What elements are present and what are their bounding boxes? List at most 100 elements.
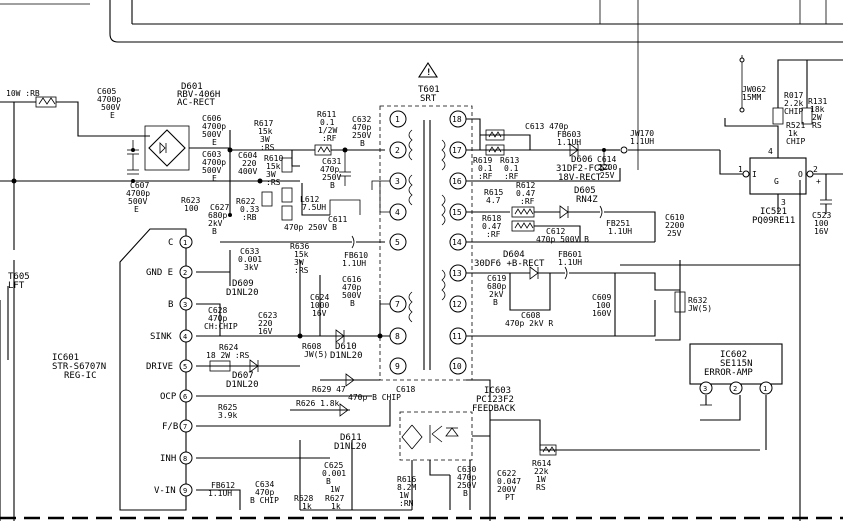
lbl-r618w: 1W (399, 491, 409, 500)
pin-c: C (168, 238, 173, 248)
lbl-c614r: 25V (600, 171, 615, 180)
lbl-ic601: IC601 (52, 353, 79, 363)
lbl-fb612: FB612 (211, 481, 235, 490)
lbl-c631e: B (330, 181, 335, 190)
lbl-ic521-pin2: 2 (813, 165, 818, 174)
lbl-r610: R610 (264, 154, 283, 163)
lbl-c627e: B (212, 227, 217, 236)
lbl-c609v: 100 (596, 301, 611, 310)
lbl-fb610v: 1.1UH (342, 259, 366, 268)
lbl-c603v: 4700p (202, 158, 226, 167)
lbl-r614v: 22k (534, 467, 549, 476)
lbl-c622r: 200V (497, 485, 516, 494)
lbl-c618: C618 (396, 385, 415, 394)
svg-text:9: 9 (183, 487, 187, 495)
lbl-c619v: 680p (487, 282, 506, 291)
lbl-c625: C625 (324, 461, 343, 470)
svg-text:12: 12 (452, 300, 462, 309)
lbl-r632v: JW(5) (688, 304, 712, 313)
lbl-r636: R636 (290, 242, 309, 251)
svg-text:1: 1 (395, 115, 400, 124)
lbl-r614: R614 (532, 459, 551, 468)
lbl-r521v: 1k (788, 129, 798, 138)
lbl-c607e: E (134, 205, 139, 214)
lbl-jw170v: 1.1UH (630, 137, 654, 146)
lbl-c633r: 3kV (244, 263, 259, 272)
lbl-c630r: 250V (457, 481, 476, 490)
lbl-t605p: LFT (8, 281, 25, 291)
lbl-r636w: 3W (294, 258, 304, 267)
lbl-l612v: 7.5UH (302, 203, 326, 212)
lbl-r627: R627 (325, 494, 344, 503)
lbl-r625v: 3.9k (218, 411, 237, 420)
lbl-c609: C609 (592, 293, 611, 302)
lbl-fb601: FB601 (558, 250, 582, 259)
lbl-ic602p: SE115N (720, 359, 753, 369)
lbl-c625e: 1W (330, 485, 340, 494)
lbl-d611: D611 (340, 433, 362, 443)
lbl-c607v: 4700p (126, 189, 150, 198)
ic603-photocoupler (399, 411, 490, 510)
lbl-c624: C624 (310, 293, 329, 302)
lbl-c628r: CH:CHIP (204, 322, 238, 331)
svg-text:3: 3 (395, 177, 400, 186)
lbl-r622v: 0.33 (240, 205, 259, 214)
lbl-c628: C628 (208, 306, 227, 315)
lbl-c603r: 500V (202, 166, 221, 175)
lbl-fb603v: 1.1UH (557, 138, 581, 147)
lbl-c625r: B (326, 477, 331, 486)
lbl-c632: C632 (352, 115, 371, 124)
lbl-ic603t: FEEDBACK (472, 404, 516, 414)
lbl-fb610: FB610 (344, 251, 368, 260)
lbl-c630: C630 (457, 465, 476, 474)
lbl-r611w: 1/2W (318, 126, 337, 135)
lbl-fb251v: 1.1UH (608, 227, 632, 236)
lbl-c609r: 160V (592, 309, 611, 318)
lbl-c622: C622 (497, 469, 516, 478)
lbl-c631: C631 (322, 157, 341, 166)
main-rails (196, 130, 412, 511)
lbl-10w-rb: 10W :RB (6, 89, 40, 98)
lbl-ic521p: PQ09RE11 (752, 216, 795, 226)
lbl-l612: L612 (300, 195, 319, 204)
lbl-r131: R131 (808, 97, 827, 106)
lbl-c632r: 250V (352, 131, 371, 140)
lbl-c606: C606 (202, 114, 221, 123)
lbl-r608v: JW(5) (304, 350, 328, 359)
lbl-c628v: 470p (208, 314, 227, 323)
lbl-ic603: IC603 (484, 386, 511, 396)
lbl-r521r: CHIP (786, 137, 805, 146)
lbl-c616v: 470p (342, 283, 361, 292)
lbl-r629: R629 47 (312, 385, 346, 394)
svg-text:8: 8 (395, 332, 400, 341)
lbl-c608v: 470p 2kV R (505, 319, 553, 328)
lbl-r624: R624 (219, 343, 238, 352)
lbl-ic521-g: G (774, 177, 779, 186)
lbl-fb612v: 1.1UH (208, 489, 232, 498)
pin-ocp: OCP (160, 392, 177, 402)
lbl-c606r: 500V (202, 130, 221, 139)
lbl-c608: C608 (521, 311, 540, 320)
lbl-r625: R625 (218, 403, 237, 412)
lbl-c634v: 470p (255, 488, 274, 497)
lbl-d606t: 18V-RECT (558, 173, 602, 183)
lbl-c619e: B (493, 298, 498, 307)
lbl-c605v: 4700p (97, 95, 121, 104)
lbl-c623v: 220 (258, 319, 273, 328)
lbl-r131w: 2W (812, 113, 822, 122)
lbl-d610: D610 (335, 342, 357, 352)
lbl-r617w: 3W (260, 135, 270, 144)
svg-text:5: 5 (395, 238, 400, 247)
lbl-r017: R017 (784, 91, 803, 100)
lbl-r622r: :RB (242, 213, 257, 222)
lbl-r617: R617 (254, 119, 273, 128)
lbl-ic601p: STR-S6707N (52, 362, 106, 372)
lbl-r623: R623 (181, 196, 200, 205)
lbl-jw170: JW170 (630, 129, 654, 138)
svg-text:16: 16 (452, 177, 462, 186)
lbl-jw062: JW062 (742, 85, 766, 94)
lbl-r632: R632 (688, 296, 707, 305)
lbl-r616r: :RF (486, 230, 501, 239)
lbl-c631v: 470p (320, 165, 339, 174)
